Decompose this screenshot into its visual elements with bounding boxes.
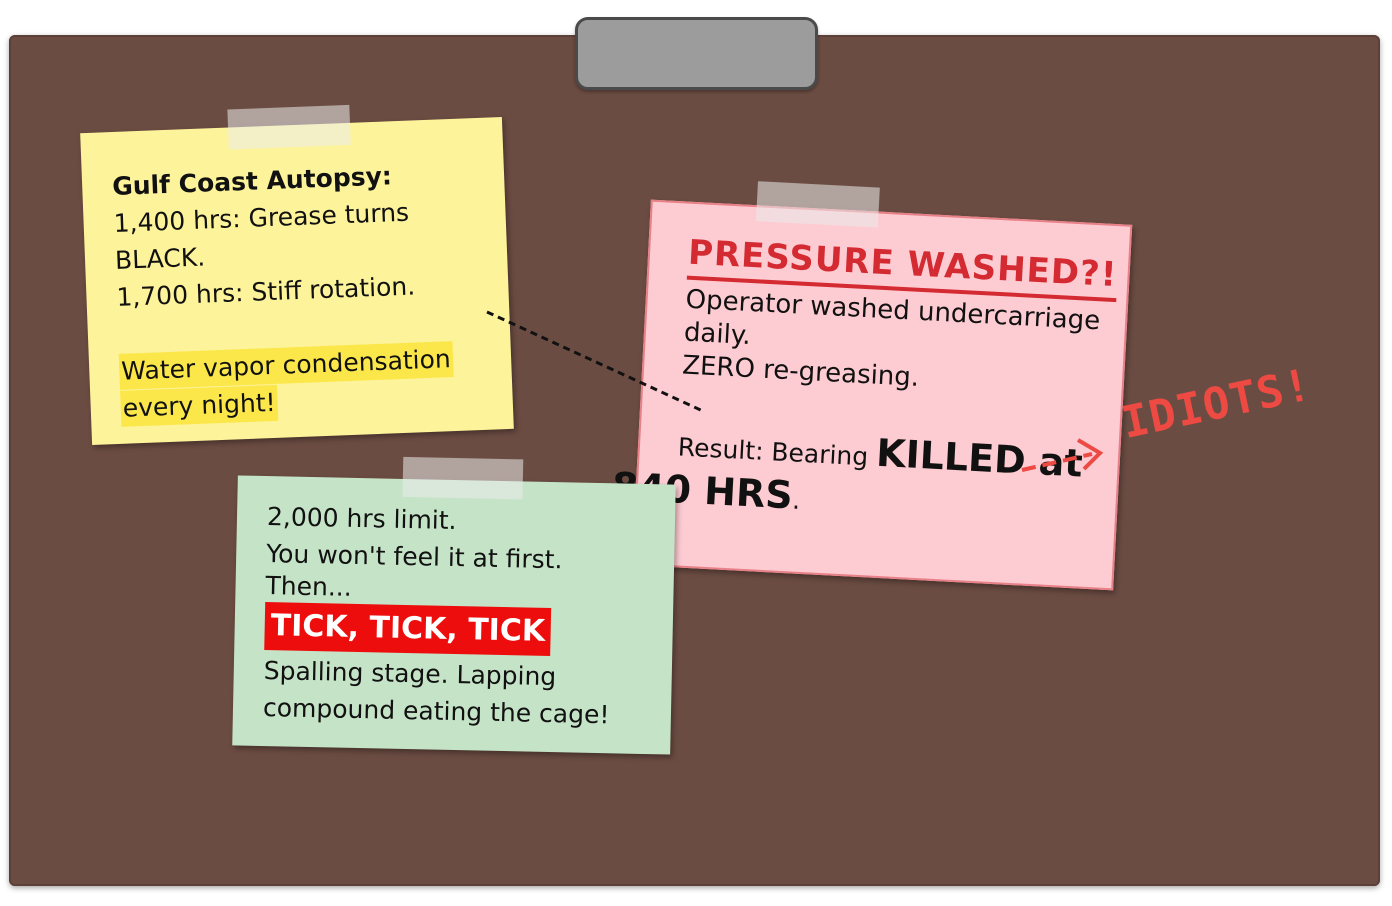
sticky-note-limit: 2,000 hrs limit. You won't feel it at fi… (232, 456, 676, 755)
result-killed: KILLED at (875, 430, 1084, 486)
note-line: compound eating the cage! (262, 693, 610, 730)
tape (402, 456, 524, 500)
tape (227, 104, 351, 150)
highlighted-text: every night! (120, 384, 279, 427)
tick-alert: TICK, TICK, TICK (264, 602, 552, 657)
result-end: . (791, 485, 802, 515)
sticky-note-gulf-coast: Gulf Coast Autopsy: 1,400 hrs: Grease tu… (80, 104, 514, 445)
tape (755, 181, 880, 228)
result-prefix: Result: Bearing (677, 432, 869, 472)
board-clip (575, 17, 818, 90)
sticky-note-pressure-washed: PRESSURE WASHED?! Operator washed underc… (611, 181, 1133, 591)
